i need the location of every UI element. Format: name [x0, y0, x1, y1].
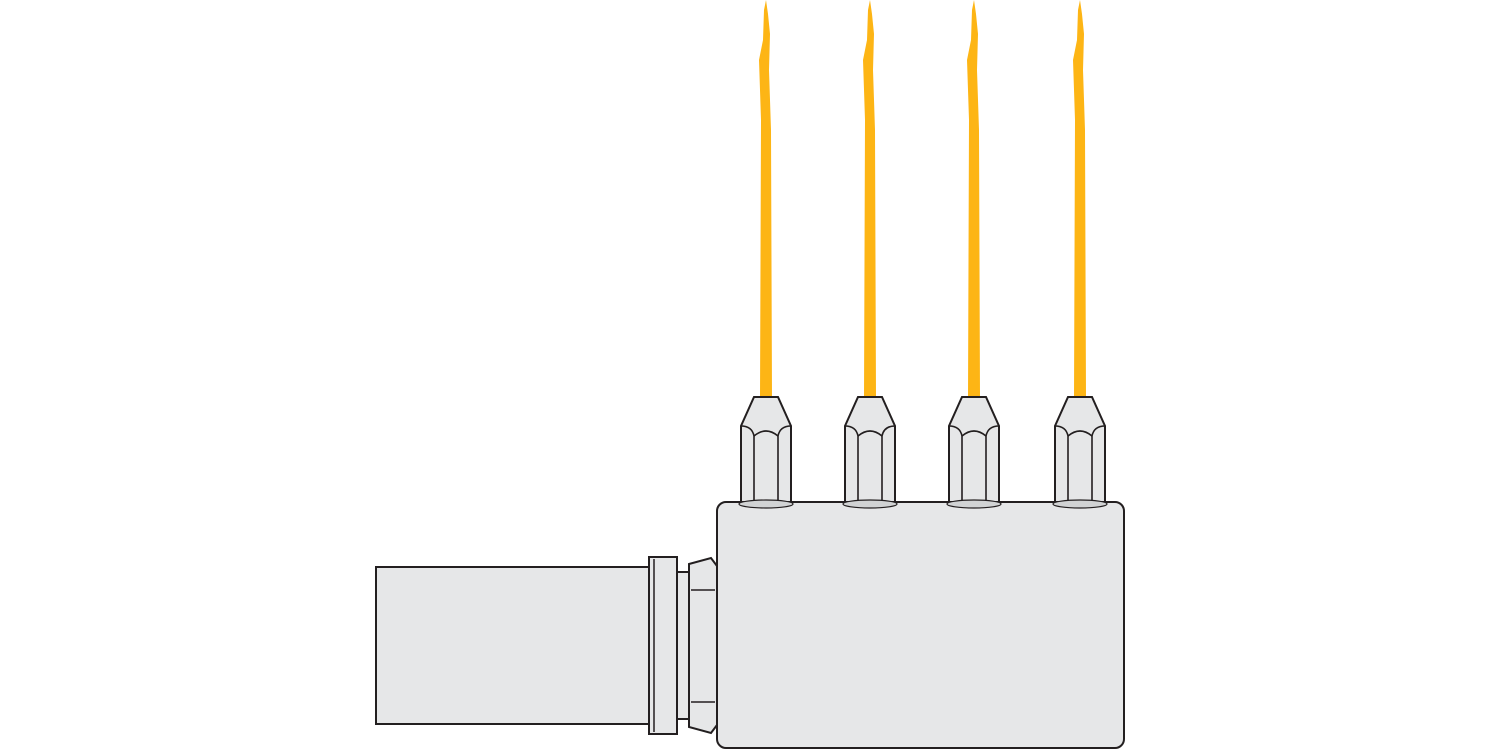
nozzle-seat-shadow — [842, 499, 898, 509]
nozzle-body — [844, 396, 896, 503]
coupling-hex — [688, 556, 718, 735]
jet-2 — [863, 0, 876, 398]
nozzle-body — [948, 396, 1000, 503]
nozzle-body — [1054, 396, 1106, 503]
nozzle-hex-face — [1067, 430, 1093, 437]
nozzles — [738, 396, 1108, 509]
nozzle-4 — [1052, 396, 1108, 509]
nozzle-seat-shadow — [1052, 499, 1108, 509]
manifold-block — [716, 501, 1125, 749]
nozzle-1 — [738, 396, 794, 509]
nozzle-seat-shadow — [738, 499, 794, 509]
jet-3 — [967, 0, 980, 398]
jet-4 — [1073, 0, 1086, 398]
nozzle-hex-face — [961, 430, 987, 437]
inlet-pipe-body — [375, 566, 652, 725]
coupling-ring — [648, 556, 678, 735]
coupling-collar — [676, 571, 690, 720]
inlet-pipe — [375, 566, 652, 725]
spray-jets — [759, 0, 1086, 398]
coupling-nut — [648, 556, 718, 735]
nozzle-seat-shadow — [946, 499, 1002, 509]
nozzle-hex-face — [857, 430, 883, 437]
nozzle-2 — [842, 396, 898, 509]
nozzle-hex-face — [753, 430, 779, 437]
jet-1 — [759, 0, 772, 398]
nozzle-3 — [946, 396, 1002, 509]
nozzle-body — [740, 396, 792, 503]
